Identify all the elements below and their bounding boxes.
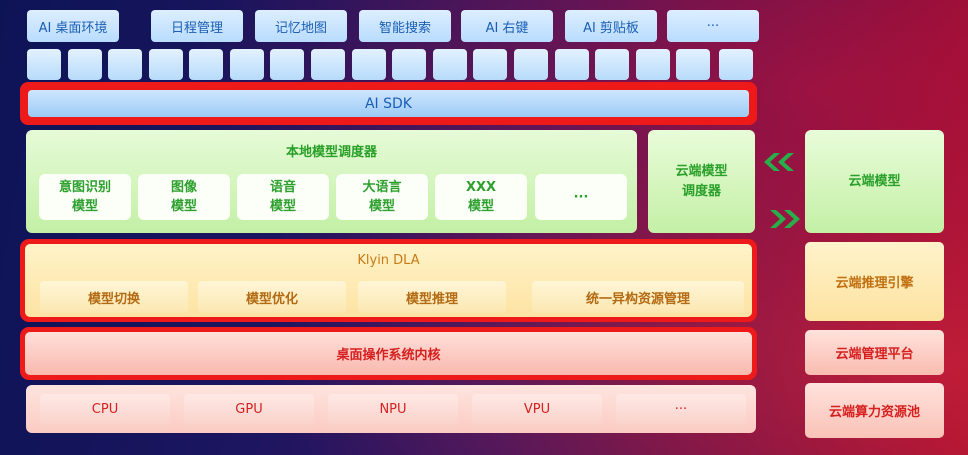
cloud-inference-engine: 云端推理引擎 — [805, 242, 944, 321]
arrow-right-icon — [770, 210, 800, 228]
tile — [230, 49, 264, 80]
hardware-npu: NPU — [328, 394, 458, 425]
cloud-model: 云端模型 — [805, 130, 944, 233]
klyin-dla-panel: Klyin DLA 模型切换 模型优化 模型推理 统一异构资源管理 — [25, 244, 752, 317]
hardware-gpu: GPU — [184, 394, 314, 425]
tile — [676, 49, 710, 80]
local-model-scheduler: 本地模型调度器 意图识别 模型 图像 模型 语音 模型 大语言 模型 XXX 模… — [26, 130, 637, 233]
tile — [392, 49, 426, 80]
cloud-compute-resource-pool: 云端算力资源池 — [805, 383, 944, 438]
speech-model: 语音 模型 — [237, 174, 329, 220]
more-models: ··· — [535, 174, 627, 220]
local-scheduler-title: 本地模型调度器 — [285, 145, 377, 160]
klyin-dla-title: Klyin DLA — [357, 253, 420, 268]
tile — [189, 49, 223, 80]
xxx-model: XXX 模型 — [435, 174, 527, 220]
image-model: 图像 模型 — [138, 174, 230, 220]
model-optimization: 模型优化 — [198, 281, 346, 313]
tile — [719, 49, 753, 80]
desktop-os-kernel: 桌面操作系统内核 — [25, 332, 752, 375]
tile — [514, 49, 548, 80]
hardware-cpu: CPU — [40, 394, 170, 425]
tile — [473, 49, 507, 80]
arrow-left-icon — [764, 153, 794, 171]
app-ai-right-click: AI 右键 — [461, 10, 553, 42]
app-schedule: 日程管理 — [151, 10, 243, 42]
ai-sdk-label: AI SDK — [28, 90, 749, 117]
app-ai-desktop: AI 桌面环境 — [27, 10, 119, 42]
app-memory-map: 记忆地图 — [255, 10, 347, 42]
model-switching: 模型切换 — [40, 281, 188, 313]
tile — [352, 49, 386, 80]
hardware-layer: CPU GPU NPU VPU ··· — [26, 385, 756, 433]
klyin-dla-layer: Klyin DLA 模型切换 模型优化 模型推理 统一异构资源管理 — [20, 239, 757, 322]
app-smart-search: 智能搜索 — [359, 10, 451, 42]
model-inference: 模型推理 — [358, 281, 506, 313]
tile — [636, 49, 670, 80]
hardware-vpu: VPU — [472, 394, 602, 425]
tile — [68, 49, 102, 80]
unified-heterogeneous-resource-management: 统一异构资源管理 — [532, 281, 744, 313]
tile — [595, 49, 629, 80]
tile — [555, 49, 589, 80]
hardware-more: ··· — [616, 394, 746, 425]
tile — [108, 49, 142, 80]
tile — [433, 49, 467, 80]
intent-recognition-model: 意图识别 模型 — [39, 174, 131, 220]
large-language-model: 大语言 模型 — [336, 174, 428, 220]
app-ai-clipboard: AI 剪贴板 — [565, 10, 657, 42]
tile — [149, 49, 183, 80]
cloud-management-platform: 云端管理平台 — [805, 330, 944, 375]
tile — [270, 49, 304, 80]
ai-sdk-layer: AI SDK — [20, 82, 757, 125]
desktop-os-kernel-layer: 桌面操作系统内核 — [20, 327, 757, 380]
tile — [311, 49, 345, 80]
tile — [27, 49, 61, 80]
app-more: ··· — [667, 10, 759, 42]
cloud-model-scheduler: 云端模型 调度器 — [648, 130, 755, 233]
